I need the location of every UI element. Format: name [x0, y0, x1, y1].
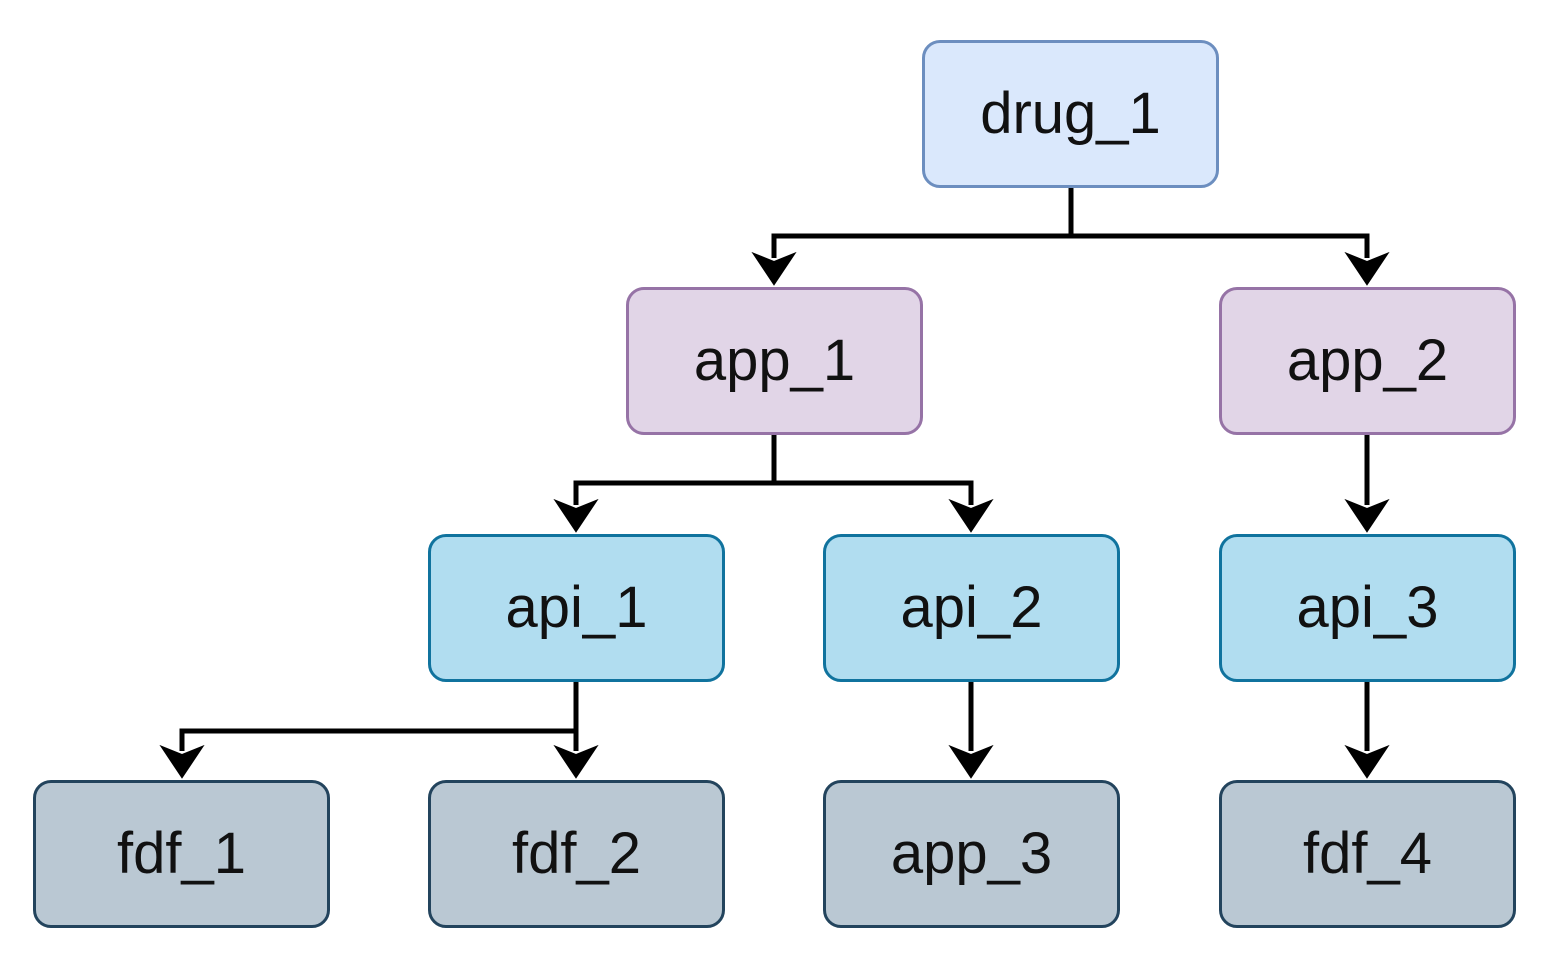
edge-drug1-app2	[1071, 233, 1370, 258]
node-api-2: api_2	[823, 534, 1120, 682]
node-label-app-2: app_2	[1286, 328, 1449, 393]
node-label-api-1: api_1	[505, 575, 648, 640]
arrowhead-fdf2	[553, 744, 599, 779]
node-label-fdf-1: fdf_1	[117, 821, 246, 886]
node-label-drug-1: drug_1	[980, 81, 1161, 146]
node-label-fdf-2: fdf_2	[512, 821, 641, 886]
node-app-3: app_3	[823, 780, 1120, 928]
arrowhead-fdf4	[1344, 744, 1390, 779]
arrowhead-api3	[1344, 498, 1390, 533]
node-label-app-1: app_1	[693, 328, 856, 393]
edge-drug1-app1	[771, 188, 1074, 258]
node-label-api-3: api_3	[1296, 575, 1439, 640]
edge-api1-fdf1	[179, 682, 579, 751]
node-label-app-3: app_3	[890, 821, 1053, 886]
arrowhead-api1	[553, 498, 599, 533]
node-fdf-1: fdf_1	[33, 780, 330, 928]
node-app-1: app_1	[626, 287, 923, 435]
arrowhead-app1	[751, 251, 797, 286]
node-app-2: app_2	[1219, 287, 1516, 435]
node-api-1: api_1	[428, 534, 725, 682]
node-label-api-2: api_2	[900, 575, 1043, 640]
node-label-fdf-4: fdf_4	[1303, 821, 1432, 886]
node-fdf-2: fdf_2	[428, 780, 725, 928]
node-api-3: api_3	[1219, 534, 1516, 682]
edge-app1-api1	[573, 435, 777, 505]
node-drug-1: drug_1	[922, 40, 1219, 188]
arrowhead-app3	[948, 744, 994, 779]
arrowhead-app2	[1344, 251, 1390, 286]
edge-app1-api2	[774, 480, 974, 505]
arrowhead-api2	[948, 498, 994, 533]
node-fdf-4: fdf_4	[1219, 780, 1516, 928]
arrowhead-fdf1	[159, 744, 205, 779]
